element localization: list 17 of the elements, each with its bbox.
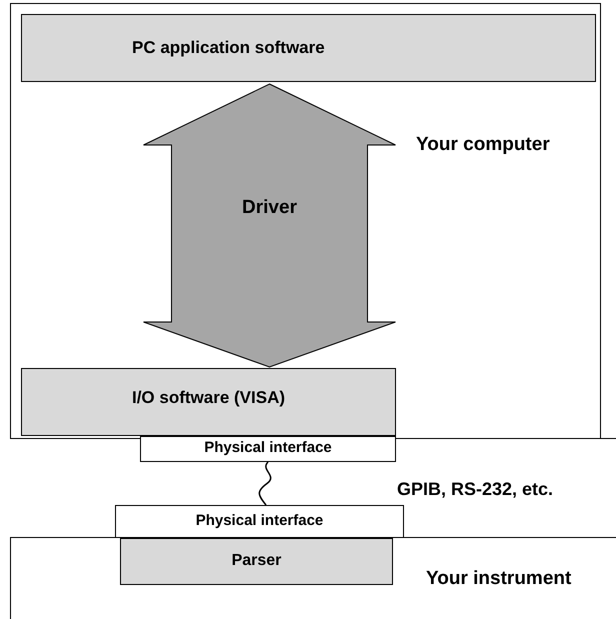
node-label: PC application software <box>132 37 325 58</box>
software-layer-box <box>21 14 596 82</box>
connection-label: GPIB, RS-232, etc. <box>397 478 554 500</box>
node-label: Parser <box>230 551 282 571</box>
instrument-boundary <box>10 537 616 619</box>
node-label: Physical interface <box>194 512 324 531</box>
cable-line <box>258 462 272 506</box>
node-label: Your instrument <box>426 567 572 591</box>
double-block-arrow <box>143 83 396 368</box>
node-label: Physical interface <box>203 439 333 458</box>
parser-box <box>120 538 393 585</box>
node-label: Your computer <box>416 133 550 157</box>
node-label: I/O software (VISA) <box>130 387 286 408</box>
software-layer-box <box>21 368 396 436</box>
interface-box <box>140 436 396 462</box>
interface-box <box>115 505 404 538</box>
edge-label: Driver <box>242 196 297 220</box>
